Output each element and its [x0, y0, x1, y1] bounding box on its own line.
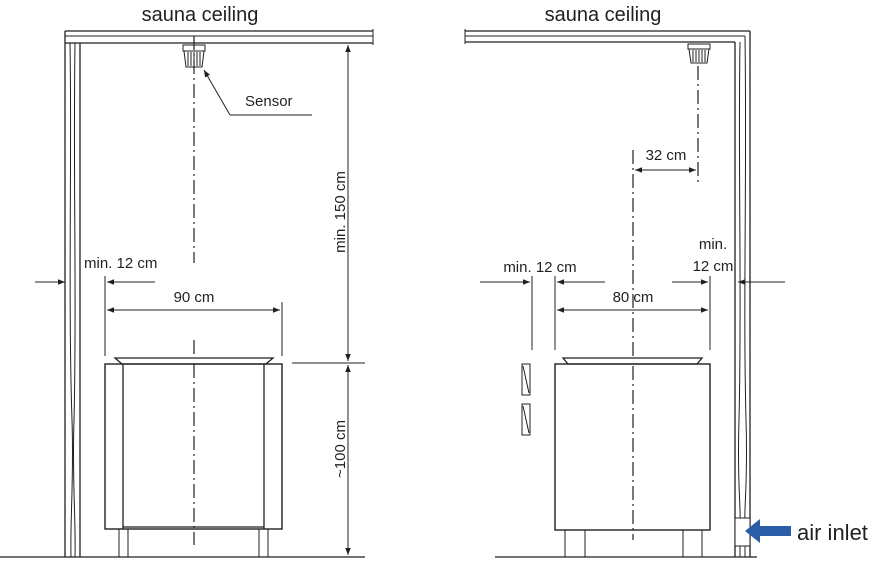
left-clearance-label: min. 12 cm: [503, 259, 576, 276]
vent-slats: [521, 363, 531, 436]
sensor-offset-label: 32 cm: [646, 147, 687, 164]
left-wall: [64, 31, 81, 558]
left-heater: [104, 357, 283, 558]
right-clearance-label-line1: min.: [699, 236, 727, 253]
air-inlet-label: air inlet: [797, 520, 868, 545]
right-clearance-label-line2: 12 cm: [693, 258, 734, 275]
heater-height-label: ~100 cm: [332, 420, 349, 478]
wall-clearance-label: min. 12 cm: [84, 255, 157, 272]
right-wall: [734, 31, 751, 557]
left-ceiling: [65, 29, 374, 45]
right-ceiling: [464, 29, 750, 44]
left-view: sauna ceiling Sensor min. 150 cm ~100 cm: [0, 4, 374, 558]
sensor-icon: [687, 43, 711, 64]
heater-width-label: 80 cm: [613, 289, 654, 306]
right-heater: [554, 357, 711, 558]
right-ceiling-label: sauna ceiling: [545, 4, 662, 26]
sensor-label: Sensor: [245, 93, 293, 110]
right-view: sauna ceiling 32 cm min. 12 cm: [464, 4, 868, 558]
heater-width-label: 90 cm: [174, 289, 215, 306]
air-inlet-arrow-icon: [745, 519, 791, 543]
ceiling-height-label: min. 150 cm: [332, 171, 349, 253]
left-ceiling-label: sauna ceiling: [142, 4, 259, 26]
sensor-leader-arrow: [203, 69, 231, 116]
